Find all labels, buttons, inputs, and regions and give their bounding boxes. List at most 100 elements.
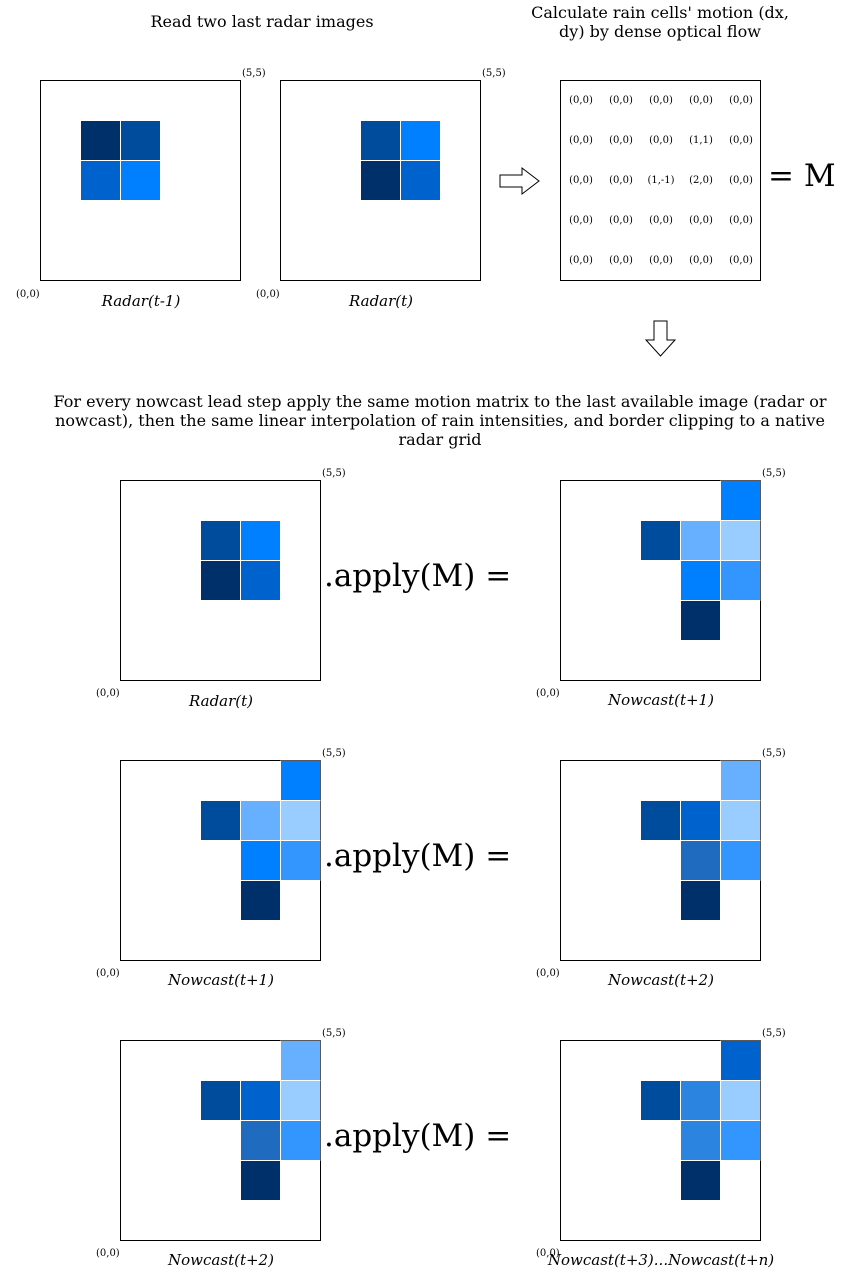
motion-vector-cell: (0,0) xyxy=(729,175,753,186)
corner-label-origin: (0,0) xyxy=(96,688,120,699)
corner-label-max: (5,5) xyxy=(762,468,786,479)
rain-cell xyxy=(720,560,761,601)
motion-vector-cell: (0,0) xyxy=(729,215,753,226)
motion-vector-cell: (0,0) xyxy=(609,135,633,146)
rain-cell xyxy=(240,840,281,881)
rain-cell xyxy=(280,840,321,881)
rain-cell xyxy=(280,1120,321,1161)
motion-vector-cell: (0,0) xyxy=(609,95,633,106)
rain-cell xyxy=(680,600,721,641)
rain-cell xyxy=(200,560,241,601)
rain-cell xyxy=(720,480,761,521)
step2-heading: Calculate rain cells' motion (dx, dy) by… xyxy=(510,3,810,41)
motion-vector-cell: (0,0) xyxy=(649,135,673,146)
motion-vector-cell: (0,0) xyxy=(609,215,633,226)
motion-vector-cell: (0,0) xyxy=(689,95,713,106)
rain-cell xyxy=(400,160,441,201)
rain-cell xyxy=(720,840,761,881)
rain-cell xyxy=(400,120,441,161)
rain-cell xyxy=(680,800,721,841)
hollow-down-arrow-icon xyxy=(644,320,677,357)
rain-cell xyxy=(680,840,721,881)
corner-label-max: (5,5) xyxy=(242,68,266,79)
motion-vector-cell: (0,0) xyxy=(729,95,753,106)
motion-vector-cell: (1,-1) xyxy=(647,175,675,186)
apply-label: .apply(M) = xyxy=(324,1118,512,1154)
motion-vector-cell: (0,0) xyxy=(609,175,633,186)
corner-label-max: (5,5) xyxy=(762,748,786,759)
rain-cell xyxy=(240,520,281,561)
step2-heading-line1: Calculate rain cells' motion (dx, xyxy=(531,3,789,22)
rain-cell xyxy=(360,120,401,161)
motion-vector-cell: (0,0) xyxy=(729,255,753,266)
motion-vector-cell: (0,0) xyxy=(689,215,713,226)
caption-row2-left: Nowcast(t+1) xyxy=(168,971,274,989)
rain-cell xyxy=(200,800,241,841)
rain-cell xyxy=(280,800,321,841)
rain-cell xyxy=(200,1080,241,1121)
rain-cell xyxy=(720,1080,761,1121)
apply-label: .apply(M) = xyxy=(324,838,512,874)
rain-cell xyxy=(680,560,721,601)
rain-cell xyxy=(360,160,401,201)
rain-cell xyxy=(720,1040,761,1081)
motion-vector-cell: (0,0) xyxy=(729,135,753,146)
rain-cell xyxy=(680,1120,721,1161)
corner-label-max: (5,5) xyxy=(322,1028,346,1039)
apply-label: .apply(M) = xyxy=(324,558,512,594)
motion-vector-cell: (0,0) xyxy=(609,255,633,266)
rain-cell xyxy=(280,760,321,801)
corner-label-max: (5,5) xyxy=(322,468,346,479)
motion-vector-cell: (0,0) xyxy=(569,95,593,106)
rain-cell xyxy=(280,1040,321,1081)
caption-radar-t: Radar(t) xyxy=(348,292,414,310)
corner-label-max: (5,5) xyxy=(762,1028,786,1039)
rain-cell xyxy=(720,520,761,561)
rain-cell xyxy=(120,160,161,201)
rain-cell xyxy=(120,120,161,161)
rain-cell xyxy=(80,120,121,161)
step1-heading: Read two last radar images xyxy=(150,12,374,31)
row2-output-grid xyxy=(560,760,761,961)
motion-vector-cell: (0,0) xyxy=(569,215,593,226)
caption-row3-left: Nowcast(t+2) xyxy=(168,1251,274,1269)
corner-label-origin: (0,0) xyxy=(96,1248,120,1259)
caption-radar-t-minus-1: Radar(t-1) xyxy=(101,292,181,310)
rain-cell xyxy=(240,1120,281,1161)
rain-cell xyxy=(240,800,281,841)
rain-cell xyxy=(640,800,681,841)
row1-output-grid xyxy=(560,480,761,681)
caption-row1-left: Radar(t) xyxy=(188,692,254,710)
step2-heading-line2: dy) by dense optical flow xyxy=(559,22,761,41)
motion-vector-cell: (0,0) xyxy=(689,255,713,266)
rain-cell xyxy=(720,760,761,801)
caption-row2-right: Nowcast(t+2) xyxy=(608,971,714,989)
corner-label-origin: (0,0) xyxy=(256,289,280,300)
rain-cell xyxy=(680,520,721,561)
radar-grid-t-minus-1 xyxy=(40,80,241,281)
corner-label-origin: (0,0) xyxy=(536,968,560,979)
corner-label-max: (5,5) xyxy=(322,748,346,759)
row3-output-grid xyxy=(560,1040,761,1241)
rain-cell xyxy=(680,880,721,921)
rain-cell xyxy=(240,1160,281,1201)
caption-row3-right: Nowcast(t+3)...Nowcast(t+n) xyxy=(547,1251,775,1269)
rain-cell xyxy=(280,1080,321,1121)
rain-cell xyxy=(680,1080,721,1121)
motion-vector-cell: (0,0) xyxy=(569,255,593,266)
motion-vector-cell: (0,0) xyxy=(649,255,673,266)
rain-cell xyxy=(240,560,281,601)
corner-label-origin: (0,0) xyxy=(16,289,40,300)
rain-cell xyxy=(720,1120,761,1161)
step3-heading: For every nowcast lead step apply the sa… xyxy=(40,392,840,449)
corner-label-max: (5,5) xyxy=(482,68,506,79)
motion-vector-cell: (0,0) xyxy=(649,215,673,226)
rain-cell xyxy=(680,1160,721,1201)
step3-heading-line3: radar grid xyxy=(398,430,482,449)
motion-vector-cell: (2,0) xyxy=(689,175,713,186)
row1-input-grid xyxy=(120,480,321,681)
caption-row1-right: Nowcast(t+1) xyxy=(608,691,714,709)
corner-label-origin: (0,0) xyxy=(536,1248,560,1259)
corner-label-origin: (0,0) xyxy=(536,688,560,699)
step3-heading-line1: For every nowcast lead step apply the sa… xyxy=(53,392,827,411)
